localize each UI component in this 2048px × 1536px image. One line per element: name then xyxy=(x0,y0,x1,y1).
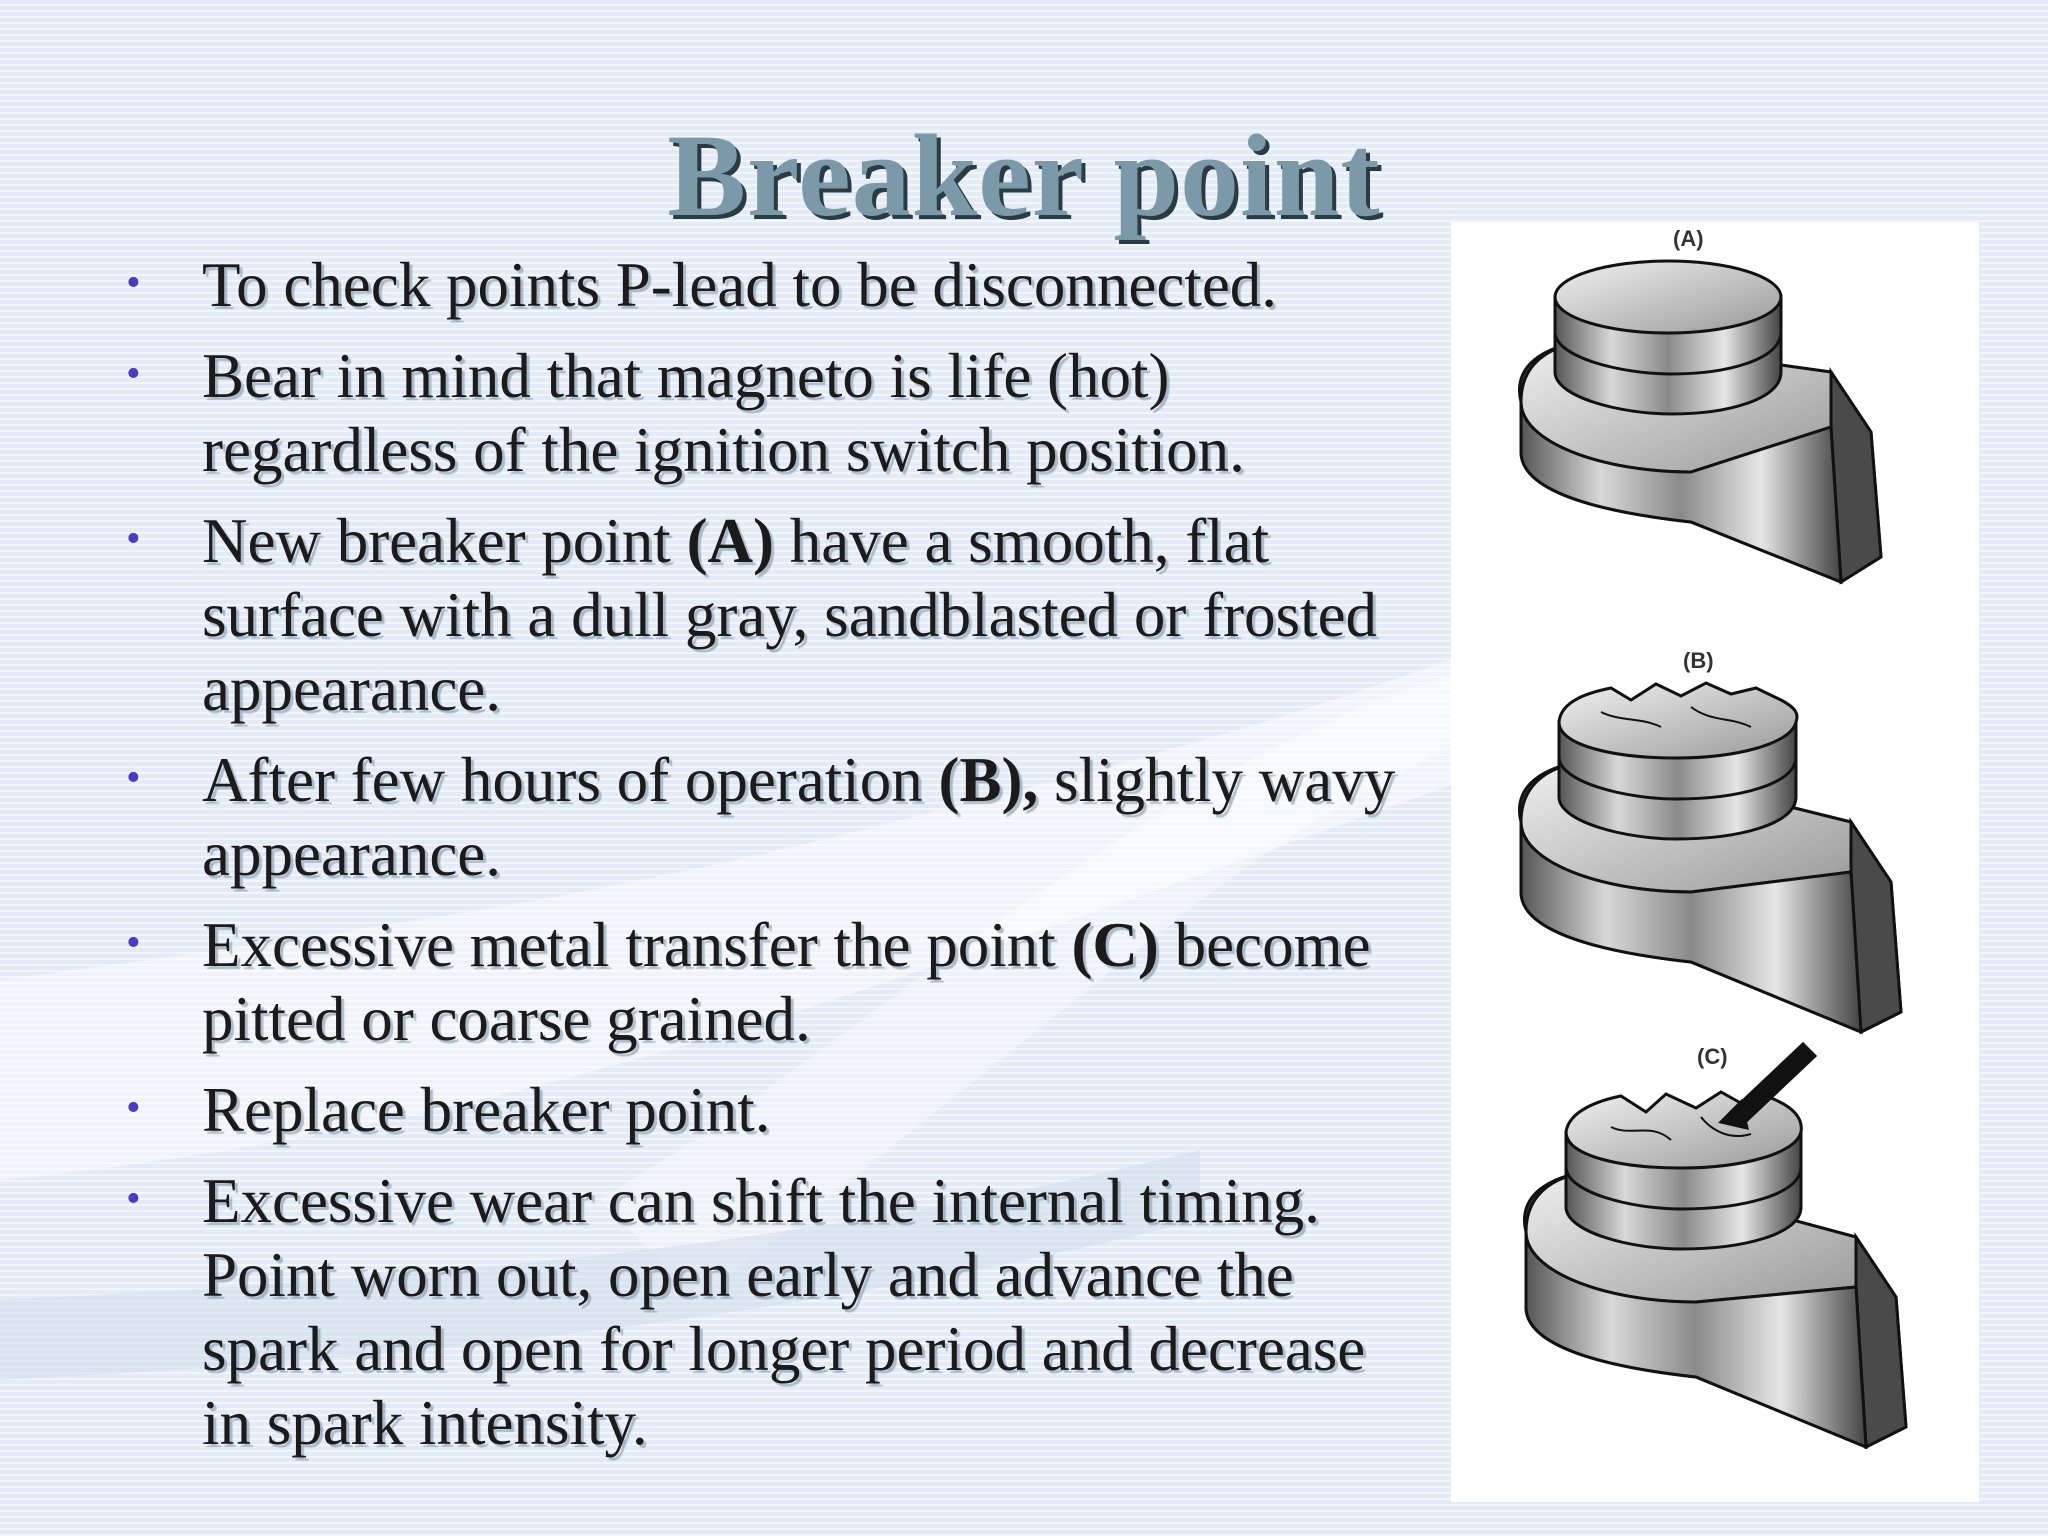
drawing-c xyxy=(1523,1041,1908,1450)
bullet-item: • Replace breaker point. xyxy=(120,1073,1420,1147)
bullet-item: • To check points P-lead to be disconnec… xyxy=(120,248,1420,322)
bullet-text: After few hours of operation xyxy=(202,745,939,815)
bullet-text: Replace breaker point. xyxy=(202,1075,771,1145)
figure-label-a: (A) xyxy=(1673,226,1704,251)
bullet-bold: (B), xyxy=(938,745,1039,815)
bullet-item: • New breaker point (A) have a smooth, f… xyxy=(120,504,1420,726)
bullet-bold: (C) xyxy=(1071,910,1159,980)
bullet-marker: • xyxy=(126,755,141,801)
drawing-b xyxy=(1518,681,1903,1035)
bullet-marker: • xyxy=(126,920,141,966)
bullet-item: • After few hours of operation (B), slig… xyxy=(120,743,1420,891)
bullet-marker: • xyxy=(126,1176,141,1222)
bullet-marker: • xyxy=(126,351,141,397)
bullet-text: Excessive wear can shift the internal ti… xyxy=(202,1166,1366,1458)
bullet-marker: • xyxy=(126,516,141,562)
bullet-text-post: have a smooth, flat surface with a dull … xyxy=(202,506,1378,724)
bullet-item: • Excessive metal transfer the point (C)… xyxy=(120,908,1420,1056)
bullet-text-post: become pitted or coarse grained. xyxy=(202,910,1371,1054)
bullet-text-post: slightly wavy appearance. xyxy=(202,745,1396,889)
bullet-text: New breaker point xyxy=(202,506,687,576)
breaker-point-figure: (A) (B) (C) xyxy=(1451,222,1979,1502)
figure-label-b: (B) xyxy=(1683,648,1714,673)
bullet-item: • Bear in mind that magneto is life (hot… xyxy=(120,339,1420,487)
drawing-a xyxy=(1518,259,1883,585)
bullet-bold: (A) xyxy=(686,506,775,576)
bullet-marker: • xyxy=(126,1085,141,1131)
figure-label-c: (C) xyxy=(1697,1044,1728,1069)
slide-title: Breaker point xyxy=(667,110,1381,241)
bullet-item: • Excessive wear can shift the internal … xyxy=(120,1164,1420,1460)
bullet-marker: • xyxy=(126,260,141,306)
bullet-text: Excessive metal transfer the point xyxy=(202,910,1072,980)
bullet-text: To check points P-lead to be disconnecte… xyxy=(202,250,1278,320)
bullet-text: Bear in mind that magneto is life (hot) … xyxy=(202,341,1245,485)
bullet-list: • To check points P-lead to be disconnec… xyxy=(120,248,1420,1477)
breaker-point-drawings xyxy=(1518,259,1908,1450)
